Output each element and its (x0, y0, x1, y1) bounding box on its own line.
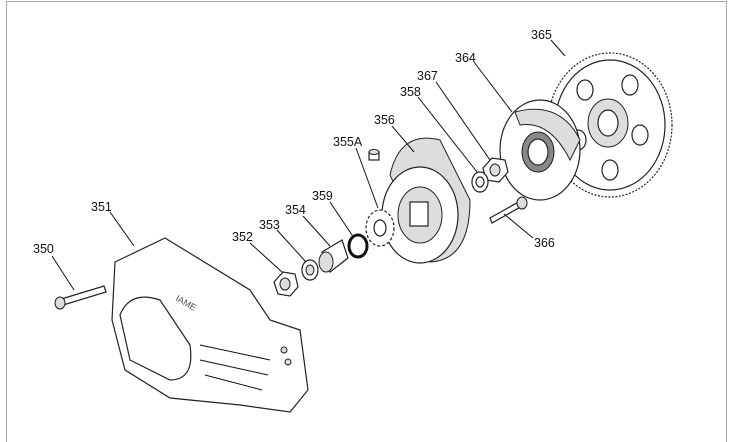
part-356-clutch-drum (381, 137, 471, 264)
label-351: 351 (91, 200, 112, 214)
part-353-washer (301, 259, 319, 281)
part-351-cover: IAME (111, 237, 309, 413)
part-364-clutch-shoes (499, 99, 581, 201)
leader-lines (51, 39, 566, 291)
label-350: 350 (33, 242, 54, 256)
part-359-ring (347, 233, 369, 259)
part-358-washer (471, 171, 489, 193)
label-359: 359 (312, 189, 333, 203)
label-366: 366 (534, 236, 555, 250)
exploded-parts-diagram: IAME 365 364 367 358 356 355A 359 354 35… (33, 28, 673, 413)
label-367: 367 (417, 69, 438, 83)
part-354-bearing (318, 239, 349, 273)
part-359-sprocket (365, 209, 395, 247)
diagram-frame (6, 1, 727, 442)
label-354: 354 (285, 203, 306, 217)
label-352: 352 (232, 230, 253, 244)
label-358: 358 (400, 85, 421, 99)
label-353: 353 (259, 218, 280, 232)
label-355a: 355A (333, 135, 363, 149)
part-352-nut (273, 271, 299, 297)
part-350-screw (54, 285, 107, 310)
label-356: 356 (374, 113, 395, 127)
part-355a-pin (368, 149, 380, 161)
part-366-bolt (489, 196, 528, 224)
label-365: 365 (531, 28, 552, 42)
label-364: 364 (455, 51, 476, 65)
